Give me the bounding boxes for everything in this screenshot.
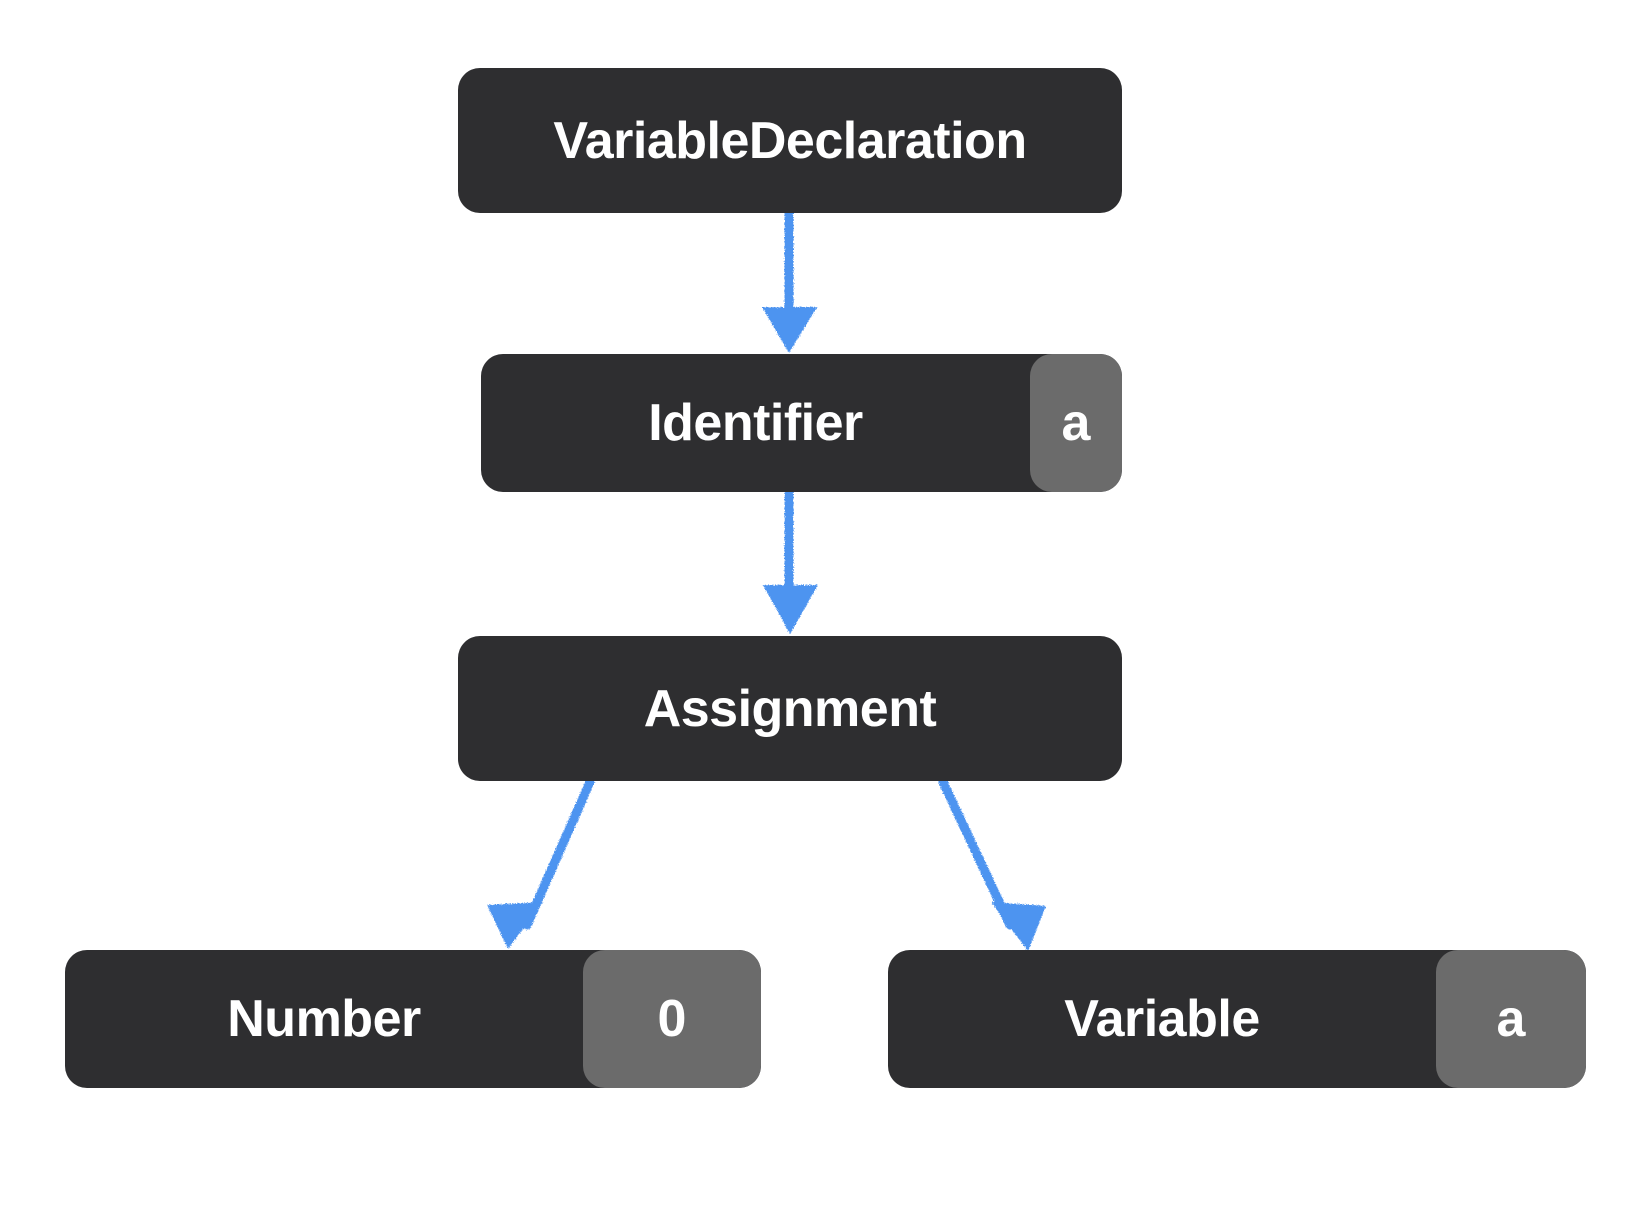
node-value-badge: a [1030, 354, 1122, 492]
node-number[interactable]: Number 0 [65, 950, 761, 1088]
node-variabledeclaration[interactable]: VariableDeclaration [458, 68, 1122, 213]
edge-identifier-to-assignment [763, 489, 818, 634]
node-identifier[interactable]: Identifier a [481, 354, 1122, 492]
node-variable[interactable]: Variable a [888, 950, 1586, 1088]
node-value-badge: a [1436, 950, 1586, 1088]
edge-assignment-to-number [487, 777, 595, 949]
node-label: Variable [1064, 990, 1260, 1048]
node-value-badge: 0 [583, 950, 761, 1088]
edge-variabledeclaration-to-identifier [762, 209, 817, 353]
node-label: Number [227, 990, 421, 1048]
edge-assignment-to-variable [938, 777, 1046, 951]
node-label: Assignment [643, 679, 937, 738]
node-assignment[interactable]: Assignment [458, 636, 1122, 781]
node-label: Identifier [648, 394, 863, 452]
node-label: VariableDeclaration [553, 111, 1027, 170]
